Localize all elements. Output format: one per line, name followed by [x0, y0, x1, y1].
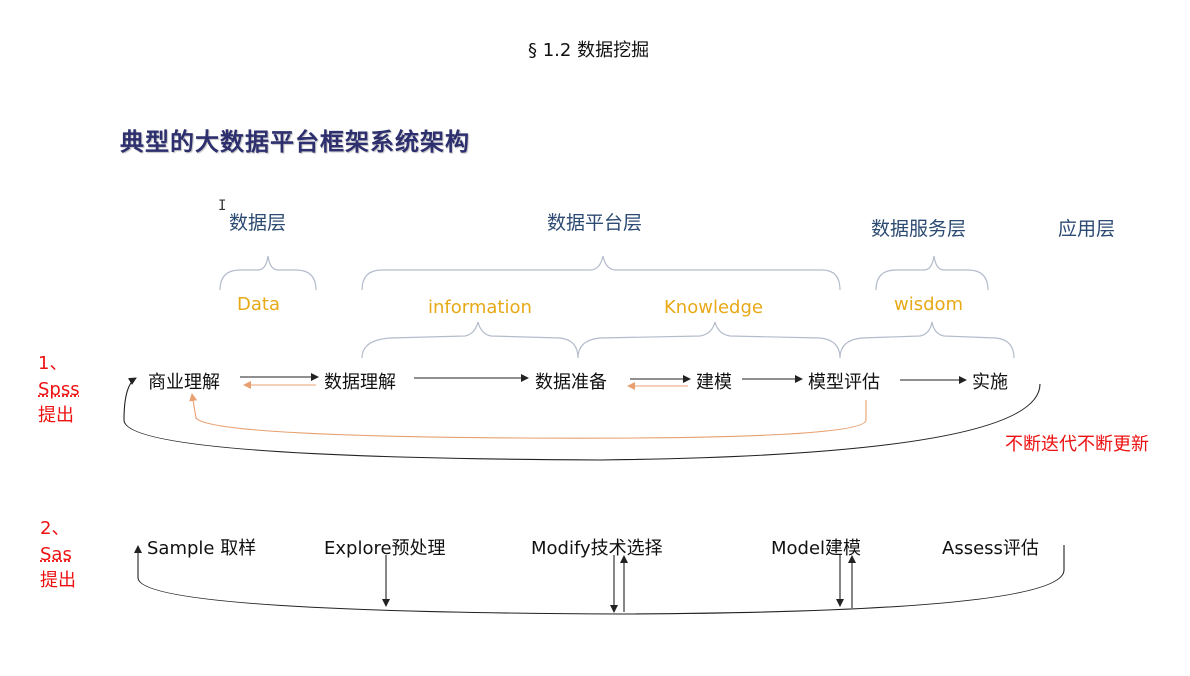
sas-iteration-loop: [134, 545, 1065, 615]
spss-step-deployment: 实施: [972, 372, 1008, 393]
spss-step-modeling: 建模: [696, 372, 732, 393]
sas-step-modify: Modify技术选择: [531, 538, 663, 559]
sas-step-explore: Explore预处理: [324, 538, 446, 559]
brace-platform-layer: [361, 255, 841, 291]
brace-information: [361, 321, 579, 359]
layer-application: 应用层: [1058, 218, 1116, 240]
brace-service-layer: [875, 255, 989, 291]
feedback-eval-to-business: [189, 393, 867, 439]
spss-step-data-preparation: 数据准备: [535, 372, 607, 393]
sas-step-model: Model建模: [771, 538, 862, 559]
sas-number: 2、: [40, 518, 70, 539]
iteration-note: 不断迭代不断更新: [1005, 434, 1149, 455]
spss-step-data-understanding: 数据理解: [324, 372, 396, 393]
dikw-knowledge: Knowledge: [664, 297, 763, 318]
dikw-data: Data: [237, 294, 280, 315]
sas-label: 2、 Sas 提出: [40, 516, 76, 594]
spss-iteration-loop: [123, 377, 1041, 461]
dikw-wisdom: wisdom: [894, 294, 964, 315]
sas-name: Sas: [40, 544, 72, 565]
spss-step-business-understanding: 商业理解: [148, 372, 220, 393]
section-heading: § 1.2 数据挖掘: [528, 40, 650, 61]
layer-data: 数据层: [229, 212, 287, 234]
layer-data-platform: 数据平台层: [547, 212, 643, 234]
spss-number: 1、: [38, 353, 68, 374]
brace-data-layer: [219, 255, 317, 291]
sas-step-sample: Sample 取样: [147, 538, 257, 559]
spss-label: 1、 Spss 提出: [38, 351, 80, 429]
sas-step-assess: Assess评估: [942, 538, 1039, 559]
spss-suffix: 提出: [38, 405, 74, 426]
brace-knowledge: [577, 321, 841, 359]
spss-step-evaluation: 模型评估: [808, 372, 880, 393]
text-cursor-icon: I: [218, 198, 227, 214]
page-title: 典型的大数据平台框架系统架构: [120, 128, 470, 156]
spss-name: Spss: [38, 379, 80, 400]
sas-suffix: 提出: [40, 570, 76, 591]
dikw-information: information: [428, 297, 532, 318]
layer-data-service: 数据服务层: [871, 218, 967, 240]
brace-wisdom: [839, 321, 1015, 359]
